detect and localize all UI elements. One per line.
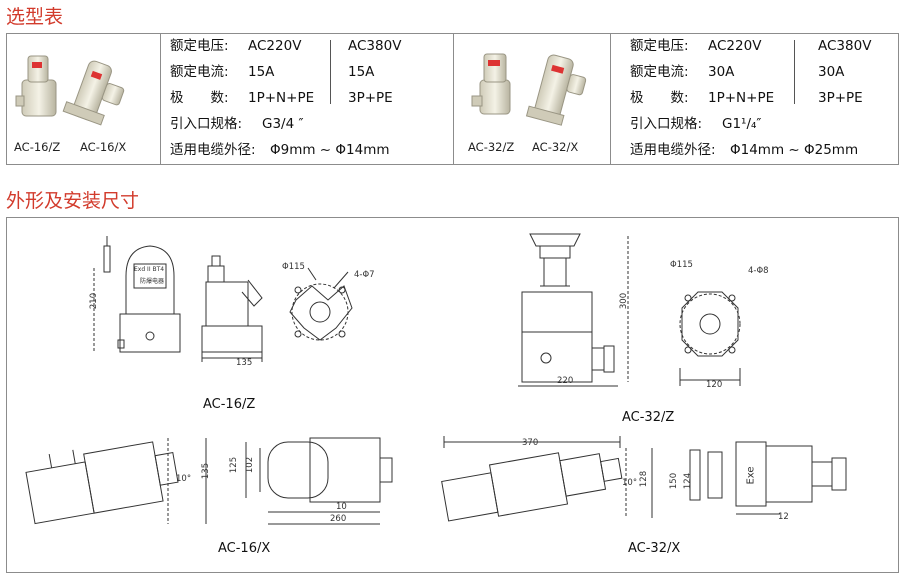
- spec-value-alt: 3P+PE: [348, 90, 393, 106]
- spec-value-alt: 15A: [348, 64, 375, 80]
- ac16x-dim-height-1: 125: [229, 456, 240, 474]
- ac32x-dim-width: 370: [522, 438, 539, 448]
- spec-label: 额定电流:: [630, 64, 689, 80]
- ac16z-model-label: AC-16/Z: [14, 140, 61, 154]
- dimensions-title: 外形及安装尺寸: [6, 190, 140, 212]
- ac16x-dim-height-2: 102: [245, 456, 256, 474]
- ac32z-model-label: AC-32/Z: [468, 140, 515, 154]
- ac16z-nameplate-sub: 防爆电器: [140, 278, 165, 285]
- spec-label: 引入口规格:: [630, 116, 703, 132]
- ac32x-exe-label: Exe: [745, 466, 757, 485]
- ac16x-dim-width: 260: [330, 514, 347, 524]
- spec-value: Φ14mm ~ Φ25mm: [730, 142, 859, 158]
- spec-value: AC220V: [708, 38, 762, 54]
- selection-table: [6, 33, 899, 165]
- ac16z-nameplate-text: Exd II BT4: [134, 266, 165, 273]
- ac16z-dim-diameter: Φ115: [282, 262, 305, 272]
- spec-label: 适用电缆外径:: [630, 142, 716, 158]
- ac16x-model-label: AC-16/X: [80, 140, 127, 154]
- spec-value: 30A: [708, 64, 735, 80]
- table-divider-right: [610, 34, 611, 164]
- selection-title: 选型表: [6, 6, 64, 28]
- ac32z-dim-height: 300: [619, 292, 630, 310]
- spec-label: 额定电流:: [170, 64, 229, 80]
- ac32z-dim-width: 220: [557, 376, 574, 386]
- spec-value-alt: AC380V: [348, 38, 402, 54]
- spec-value: G3/4 ″: [262, 116, 304, 132]
- ac16x-drawing: [25, 437, 393, 525]
- ac32x-dim-height-1: 150: [669, 472, 680, 490]
- table-divider-mid: [453, 34, 454, 164]
- ac16-product-photos: [15, 55, 125, 126]
- ac32x-dim-angle: 10°: [622, 478, 638, 488]
- spec-column-divider: [330, 40, 331, 104]
- ac32x-caption: AC-32/X: [628, 541, 681, 556]
- spec-value-alt: AC380V: [818, 38, 872, 54]
- ac32x-model-label: AC-32/X: [532, 140, 579, 154]
- ac16z-dim-holes: 4-Φ7: [354, 270, 375, 280]
- ac16z-caption: AC-16/Z: [203, 397, 256, 412]
- ac32z-dim-diameter: Φ115: [670, 260, 693, 270]
- ac32x-dim-height: 128: [639, 470, 650, 488]
- spec-column-divider: [794, 40, 795, 104]
- ac16x-caption: AC-16/X: [218, 541, 271, 556]
- ac16x-dim-height: 135: [201, 462, 212, 480]
- spec-label: 额定电压:: [170, 38, 229, 54]
- spec-value: G1¹/₄″: [722, 116, 762, 132]
- ac16-spec: 额定电压: AC220V AC380V 额定电流: 15A 15A 极 数: 1P+N+P…: [170, 33, 450, 163]
- ac16x-dim-angle: 10°: [176, 474, 192, 484]
- spec-label: 适用电缆外径:: [170, 142, 256, 158]
- spec-value-alt: 30A: [818, 64, 845, 80]
- ac32z-dim-holes: 4-Φ8: [748, 266, 769, 276]
- spec-value: 15A: [248, 64, 275, 80]
- ac16z-drawing: [93, 236, 353, 362]
- spec-value-alt: 3P+PE: [818, 90, 863, 106]
- ac32z-drawing: [518, 233, 741, 387]
- ac32x-dim-gap: 12: [778, 512, 789, 522]
- ac32z-dim-base: 120: [706, 380, 723, 390]
- ac16z-dim-width: 135: [236, 358, 253, 368]
- spec-label: 极 数:: [630, 90, 689, 106]
- ac32-spec: 额定电压: AC220V AC380V 额定电流: 30A 30A 极 数: 1P+N+P…: [630, 33, 900, 163]
- ac32-product-photos: [471, 53, 587, 126]
- spec-label: 额定电压:: [630, 38, 689, 54]
- spec-label: 引入口规格:: [170, 116, 243, 132]
- spec-value: 1P+N+PE: [248, 90, 315, 106]
- ac16z-dim-height: 210: [89, 292, 100, 310]
- spec-value: Φ9mm ~ Φ14mm: [270, 142, 390, 158]
- spec-value: AC220V: [248, 38, 302, 54]
- ac32z-caption: AC-32/Z: [622, 410, 675, 425]
- ac32x-dim-height-2: 124: [683, 472, 694, 490]
- table-divider-left: [160, 34, 161, 164]
- ac16x-dim-offset: 10: [336, 502, 347, 512]
- spec-label: 极 数:: [170, 90, 229, 106]
- spec-value: 1P+N+PE: [708, 90, 775, 106]
- ac32x-drawing: [441, 436, 847, 522]
